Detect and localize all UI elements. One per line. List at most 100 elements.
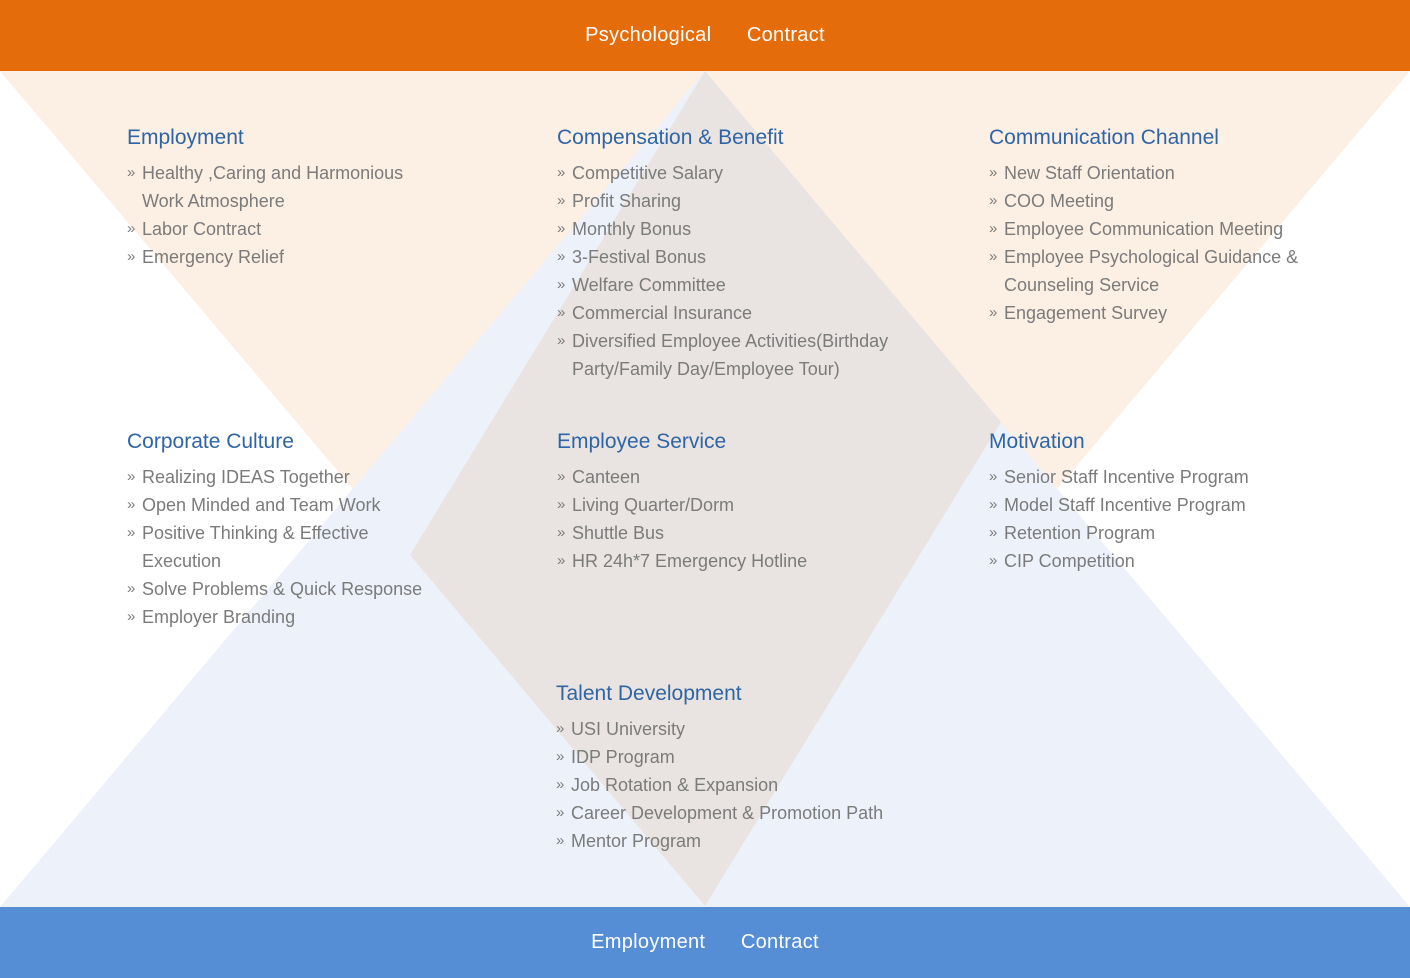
bullet-mark: » [557, 332, 566, 349]
section-title: Communication Channel [989, 126, 1219, 149]
bullet-mark: » [557, 248, 566, 265]
list-item: » Employee Communication Meeting [989, 215, 1329, 243]
section-compensation-benefit: Compensation & Benefit » Competitive Sala… [557, 125, 927, 383]
section-title: Corporate Culture [127, 430, 294, 453]
list-item: » Diversified Employee Activities(Birthda… [557, 327, 927, 383]
bullet-mark: » [989, 220, 998, 237]
item-text: Solve Problems & Quick Response [142, 579, 423, 599]
item-text: Monthly Bonus [572, 219, 692, 239]
bullet-mark: » [127, 164, 136, 181]
bullet-mark: » [127, 220, 136, 237]
list-item: »Employer Branding [127, 603, 447, 631]
list-item: »Realizing IDEAS Together [127, 463, 447, 491]
item-list: »Realizing IDEAS Together »Open Minded a… [127, 463, 447, 631]
list-item: »IDP Program [556, 743, 936, 771]
bullet-mark: » [557, 192, 566, 209]
section-talent-development: Talent Development »USI University »IDP … [556, 681, 936, 855]
psychological-contract-label: Psychological Contract [585, 24, 825, 46]
item-text: Diversified Employee Activities(Birthday… [572, 331, 889, 379]
item-text: Employee Psychological Guidance & Counse… [1004, 247, 1299, 295]
list-item: » Positive Thinking & Effective Execution [127, 519, 402, 575]
item-list: » Canteen »Living Quarter/Dorm » Shuttle B… [557, 463, 877, 575]
bullet-mark: » [989, 524, 998, 541]
section-title: Employment [127, 126, 244, 149]
item-text: Retention Program [1004, 523, 1156, 543]
item-text: Living Quarter/Dorm [572, 495, 735, 515]
section-title: Talent Development [556, 682, 742, 705]
section-employee-service: Employee Service »Canteen »Living Quarte… [557, 429, 877, 575]
bullet-mark: » [557, 220, 566, 237]
section-motivation: Motivation »Senior Staff Incentive Progr… [989, 429, 1309, 575]
item-list: »USI University »IDP Program »Job Rotati… [556, 715, 936, 855]
bullet-mark: » [556, 832, 565, 849]
list-item: »Model Staff Incentive Program [989, 491, 1309, 519]
item-text: COO Meeting [1004, 191, 1115, 211]
bullet-mark: » [989, 192, 998, 209]
bullet-mark: » [557, 468, 566, 485]
list-item: » Monthly Bonus [557, 215, 927, 243]
item-text: Mentor Program [571, 831, 702, 851]
bullet-mark: » [127, 580, 136, 597]
list-item: » COO Meeting [989, 187, 1329, 215]
list-item: »Job Rotation & Expansion [556, 771, 936, 799]
list-item: »Living Quarter/Dorm [557, 491, 877, 519]
section-corporate-culture: Corporate Culture »Realizing IDEAS Toget… [127, 429, 447, 631]
bullet-mark: » [989, 552, 998, 569]
list-item: »CIP Competition [989, 547, 1309, 575]
item-text: Competitive Salary [572, 163, 724, 183]
bullet-mark: » [557, 304, 566, 321]
list-item: » Competitive Salary [557, 159, 927, 187]
item-text: Employee Communication Meeting [1004, 219, 1284, 239]
list-item: » Emergency Relief [127, 243, 427, 271]
list-item: »Employee Psychological Guidance & Couns… [989, 243, 1329, 299]
item-text: Positive Thinking & Effective Execution [142, 523, 369, 571]
bullet-mark: » [557, 524, 566, 541]
item-text: Healthy ,Caring and Harmonious Work Atmo… [142, 163, 404, 211]
item-text: 3-Festival Bonus [572, 247, 707, 267]
item-text: Emergency Relief [142, 247, 285, 267]
bullet-mark: » [127, 524, 136, 541]
list-item: » Healthy ,Caring and Harmonious Work Atm… [127, 159, 427, 215]
bullet-mark: » [127, 248, 136, 265]
list-item: »Welfare Committee [557, 271, 927, 299]
bullet-mark: » [557, 164, 566, 181]
item-list: »Senior Staff Incentive Program »Model S… [989, 463, 1309, 575]
list-item: »Open Minded and Team Work [127, 491, 447, 519]
list-item: » Mentor Program [556, 827, 936, 855]
item-list: »New Staff Orientation »COO Meeting »Emp… [989, 159, 1329, 327]
list-item: » Canteen [557, 463, 877, 491]
bullet-mark: » [989, 304, 998, 321]
item-text: USI University [571, 719, 686, 739]
section-employment: Employment » Healthy ,Caring and Harmonio… [127, 125, 427, 271]
bullet-mark: » [989, 468, 998, 485]
item-text: Job Rotation & Expansion [571, 775, 779, 795]
employment-contract-bar: Employment Contract [0, 907, 1410, 978]
item-list: » Healthy ,Caring and Harmonious Work Atm… [127, 159, 427, 271]
center-diamond [410, 71, 1001, 906]
list-item: » Engagement Survey [989, 299, 1329, 327]
list-item: » Labor Contract [127, 215, 427, 243]
bullet-mark: » [557, 276, 566, 293]
item-text: Canteen [572, 467, 641, 487]
section-title: Motivation [989, 430, 1085, 453]
item-text: Realizing IDEAS Together [142, 467, 350, 487]
item-text: New Staff Orientation [1004, 163, 1175, 183]
list-item: »Profit Sharing [557, 187, 927, 215]
item-text: Career Development & Promotion Path [571, 803, 884, 823]
list-item: » Retention Program [989, 519, 1309, 547]
bullet-mark: » [556, 720, 565, 737]
section-communication-channel: Communication Channel » New Staff Orienta… [989, 125, 1329, 327]
section-title: Employee Service [557, 430, 727, 453]
item-list: » Competitive Salary »Profit Sharing » Mon… [557, 159, 927, 383]
item-text: HR 24h*7 Emergency Hotline [572, 551, 808, 571]
psychological-contract-bar: Psychological Contract [0, 0, 1410, 71]
item-text: IDP Program [571, 747, 675, 767]
item-text: Model Staff Incentive Program [1004, 495, 1246, 515]
section-title: Compensation & Benefit [557, 126, 784, 149]
item-text: Labor Contract [142, 219, 262, 239]
item-text: Engagement Survey [1004, 303, 1168, 323]
item-text: Shuttle Bus [572, 523, 665, 543]
bullet-mark: » [989, 164, 998, 181]
employment-contract-label: Employment Contract [591, 931, 819, 953]
